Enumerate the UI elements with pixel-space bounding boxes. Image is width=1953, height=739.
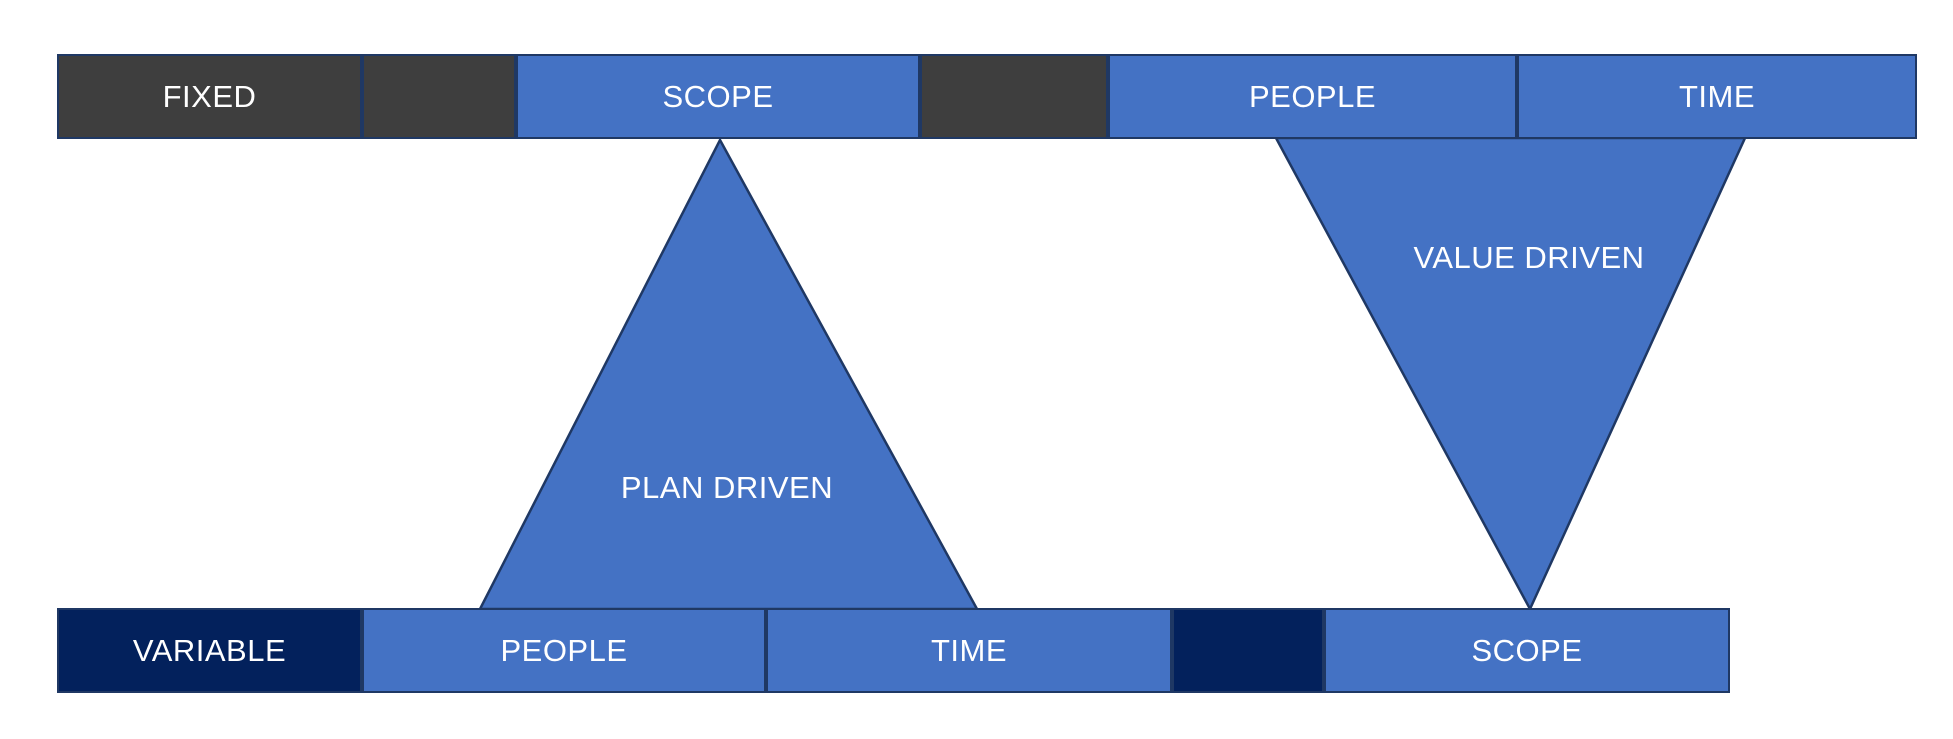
top-bar-time-box: TIME xyxy=(1517,54,1917,139)
bottom-bar-people-label: PEOPLE xyxy=(500,632,628,668)
bottom-bar-time-box: TIME xyxy=(766,608,1172,693)
bottom-bar-scope-box: SCOPE xyxy=(1324,608,1730,693)
top-bar-fixed-label: FIXED xyxy=(162,78,257,114)
top-bar-fixed-box: FIXED xyxy=(57,54,362,139)
top-bar-spacer-middle xyxy=(920,54,1108,139)
bottom-bar-spacer xyxy=(1172,608,1324,693)
value-driven-label: VALUE DRIVEN xyxy=(1413,240,1645,275)
top-bar-spacer-left xyxy=(362,54,516,139)
top-bar-people-label: PEOPLE xyxy=(1248,78,1377,114)
top-bar-scope-label: SCOPE xyxy=(662,78,774,114)
value-driven-triangle xyxy=(1273,136,1747,612)
plan-driven-triangle xyxy=(477,137,980,611)
bottom-bar-people-box: PEOPLE xyxy=(362,608,766,693)
bottom-bar-variable-box: VARIABLE xyxy=(57,608,362,693)
plan-driven-label: PLAN DRIVEN xyxy=(620,470,834,505)
top-bar-time-label: TIME xyxy=(1678,78,1756,114)
top-bar-people-box: PEOPLE xyxy=(1108,54,1517,139)
bottom-bar-variable-label: VARIABLE xyxy=(132,632,287,668)
bottom-bar-scope-label: SCOPE xyxy=(1471,632,1583,668)
top-bar-scope-box: SCOPE xyxy=(516,54,920,139)
bottom-bar-time-label: TIME xyxy=(930,632,1008,668)
